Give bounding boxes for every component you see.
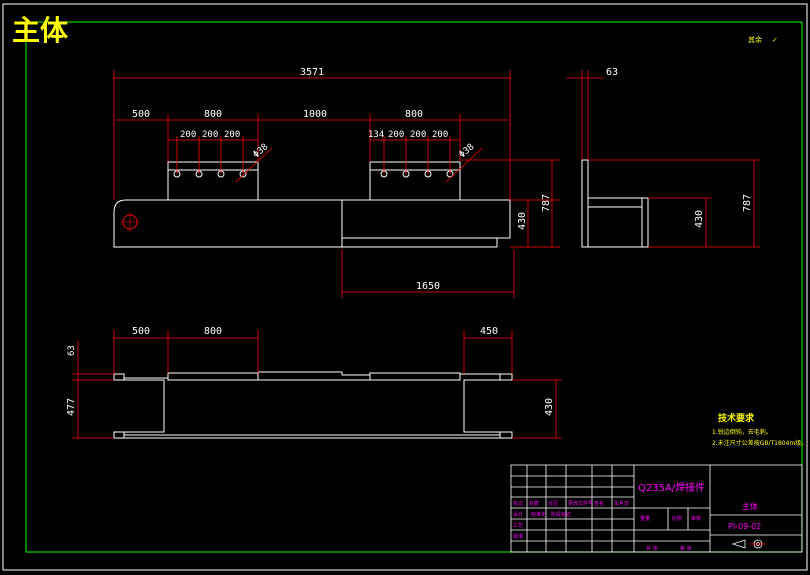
dim-hole-left: Φ38 [252,142,271,160]
roughness-mark: 其余 [748,35,762,44]
roughness-symbol: ✓ [772,36,778,44]
dim-200-a: 200 [180,130,196,140]
title-block-cell: 年月日 [614,500,629,507]
notes-line-2: 2.未注尺寸公差按GB/T1804m级。 [712,439,807,447]
top-left-block [114,379,165,433]
front-beam-outline [113,199,511,248]
top-view-dimension-lines [72,330,562,439]
title-block-cell: 阶段标记 [551,511,571,518]
top-right-block [463,379,512,433]
notes-heading: 技术要求 [718,412,755,424]
title-block-cell: 第 张 [680,545,692,552]
title-block-cell: 标记 [513,500,523,507]
title-block-cell: 分区 [548,500,558,507]
dim-bottom-477: 477 [66,398,77,416]
drawing-title: 主体 [12,14,69,47]
title-part-name: 主体 [742,501,758,511]
dim-200-d: 200 [388,130,404,140]
dim-787-front: 787 [541,194,552,212]
inner-border [25,21,803,553]
dim-bottom-800: 800 [204,326,222,337]
notes-line-1: 1.锐边倒钝，去毛刺。 [712,428,772,436]
dim-800-right: 800 [405,109,423,120]
dim-bottom-430: 430 [544,398,555,416]
dim-200-b: 200 [202,130,218,140]
front-dimension-lines [113,70,560,298]
title-block-cell: 比例 [672,515,682,522]
dim-bottom-450: 450 [480,326,498,337]
dim-bottom-500: 500 [132,326,150,337]
title-block-cell: 批准 [513,533,523,540]
dim-200-f: 200 [432,130,448,140]
title-block-cell: 重量 [640,515,650,522]
plate-holes [173,170,454,178]
title-block [510,464,803,553]
top-view [113,371,513,439]
right-plate [369,161,461,200]
title-block-cell: 处数 [529,500,539,507]
dim-134: 134 [368,130,384,140]
dim-side-787: 787 [742,194,753,212]
title-block-cell: 更改文件号 [568,500,593,507]
dim-200-e: 200 [410,130,426,140]
title-material: Q235A/焊接件 [638,481,705,494]
title-block-cell: 工艺 [513,523,523,529]
dim-430-front: 430 [517,212,528,230]
dim-side-63: 63 [606,67,618,78]
title-block-cell: 共 张 [646,545,658,552]
side-dimension-lines [566,70,760,248]
dim-overall: 3571 [300,67,324,78]
title-block-cell: 审核 [691,515,701,522]
dim-1000: 1000 [303,109,327,120]
dim-1650: 1650 [416,281,440,292]
title-block-cell: 签名 [594,500,604,507]
projection-symbol-icon [731,539,766,549]
outer-border [2,3,808,571]
title-block-cell: 设计 [513,511,523,518]
dim-side-430: 430 [694,210,705,228]
dim-800-left: 800 [204,109,222,120]
side-view [581,159,649,248]
dim-bottom-63: 63 [67,345,77,356]
title-drawing-no: PI-09-02 [728,522,761,531]
dim-200-c: 200 [224,130,240,140]
title-block-cell: 标准化 [531,511,546,518]
front-view [113,161,511,248]
dim-500-top: 500 [132,109,150,120]
left-plate [167,161,259,200]
title-block-cells: 标记处数 分区 更改文件号签名 年月日设计 标准化阶段标记重量 比例 审核工艺批准共 张 第 … [513,500,701,552]
